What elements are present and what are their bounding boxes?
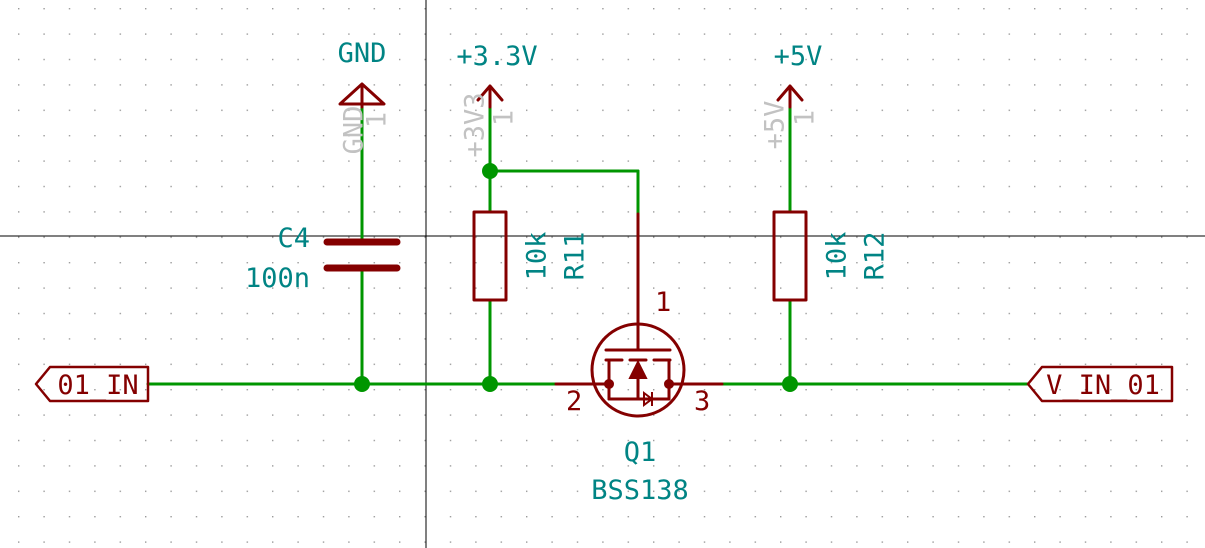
- v33-label: +3.3V: [456, 41, 537, 72]
- mosfet-pin-source: 2: [566, 386, 582, 417]
- net-label-left[interactable]: 01_IN: [34, 365, 150, 403]
- mosfet-q1[interactable]: 1 2 3 Q1 BSS138: [554, 212, 724, 506]
- resistor-r11[interactable]: 10k R11: [472, 210, 591, 302]
- mosfet-value: BSS138: [591, 475, 689, 506]
- label-right-text: V_IN_01: [1046, 370, 1160, 401]
- r11-value: 10k: [522, 232, 553, 281]
- r11-ref: R11: [560, 232, 591, 281]
- mosfet-source-dot: [604, 379, 614, 389]
- capacitor-ref: C4: [277, 223, 310, 254]
- junctions: [354, 163, 798, 392]
- v33-pin-number: 1: [489, 110, 520, 126]
- label-left-text: 01_IN: [57, 370, 138, 401]
- gnd-pin-number: 1: [362, 112, 393, 128]
- junction-dot: [354, 376, 370, 392]
- mosfet-pin-gate: 1: [655, 287, 671, 318]
- v5-label: +5V: [774, 41, 823, 72]
- v33-ref: +3V3: [460, 92, 491, 157]
- v33-power-symbol[interactable]: +3.3V +3V3 1: [456, 41, 537, 158]
- gnd-triangle-icon: [338, 82, 386, 109]
- resistor-body: [772, 210, 808, 302]
- r12-value: 10k: [822, 232, 853, 281]
- v5-pin-number: 1: [790, 110, 821, 126]
- junction-dot: [482, 163, 498, 179]
- mosfet-diode-icon: [643, 391, 654, 407]
- v5-ref: +5V: [760, 101, 791, 150]
- junction-dot: [782, 376, 798, 392]
- capacitor-c4[interactable]: C4 100n: [245, 223, 401, 294]
- mosfet-ref: Q1: [624, 437, 657, 468]
- label-right-outline: [1026, 365, 1174, 403]
- wires: [146, 105, 1030, 386]
- gnd-label: GND: [338, 38, 387, 69]
- v5-arrow-icon: [776, 84, 804, 109]
- mosfet-pin-drain: 3: [694, 386, 710, 417]
- capacitor-value: 100n: [245, 263, 310, 294]
- gnd-ref: GND: [339, 106, 370, 155]
- gnd-power-symbol[interactable]: GND GND 1: [338, 38, 393, 154]
- resistor-r12[interactable]: 10k R12: [772, 210, 891, 302]
- resistor-body: [472, 210, 508, 302]
- v5-power-symbol[interactable]: +5V +5V 1: [760, 41, 823, 149]
- net-label-right[interactable]: V_IN_01: [1026, 365, 1174, 403]
- junction-dot: [482, 376, 498, 392]
- r12-ref: R12: [860, 232, 891, 281]
- v33-arrow-icon: [476, 84, 504, 109]
- label-left-outline: [34, 365, 150, 403]
- mosfet-drain-dot: [664, 379, 674, 389]
